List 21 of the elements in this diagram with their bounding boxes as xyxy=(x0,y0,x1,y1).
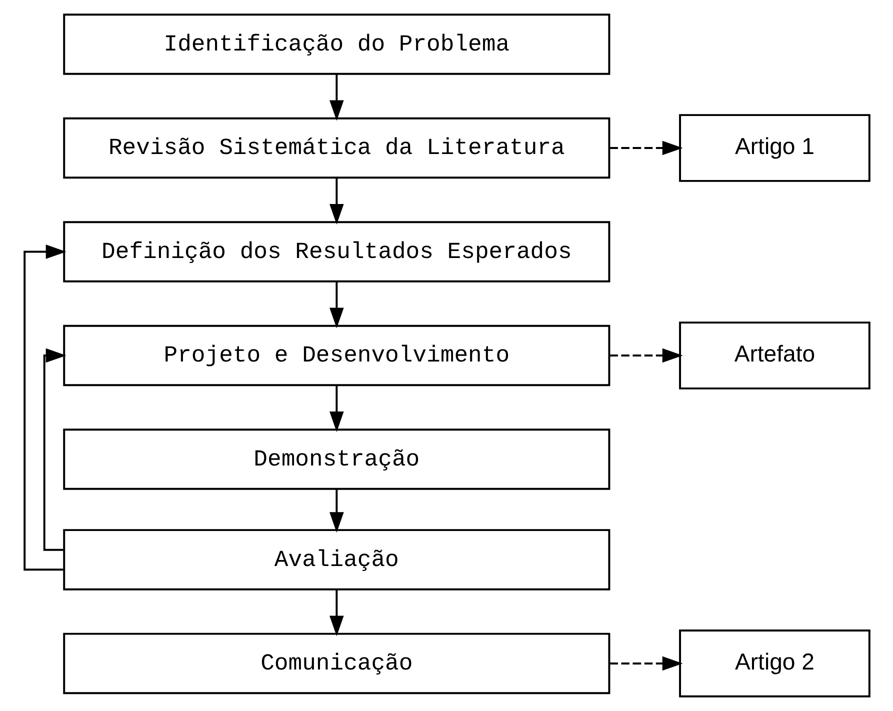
arrow xyxy=(329,178,344,224)
node-box: Identificação do Problema xyxy=(62,14,610,75)
node-box: Definição dos Resultados Esperados xyxy=(62,221,610,282)
arrow xyxy=(609,656,682,671)
node-box: Comunicação xyxy=(62,632,610,694)
node-box: Projeto e Desenvolvimento xyxy=(62,324,610,386)
node-box: Artefato xyxy=(678,322,870,390)
node-box: Revisão Sistemática da Literatura xyxy=(62,117,610,179)
node-box: Demonstração xyxy=(62,428,610,490)
node-box: Avaliação xyxy=(62,529,610,590)
arrow xyxy=(329,74,344,121)
arrow xyxy=(609,140,682,156)
arrow xyxy=(329,282,344,328)
arrow xyxy=(329,590,344,636)
node-box: Artigo 2 xyxy=(678,630,870,698)
arrow xyxy=(23,244,66,571)
arrow xyxy=(42,348,66,551)
arrow xyxy=(609,348,682,363)
arrow xyxy=(329,489,344,533)
node-box: Artigo 1 xyxy=(678,114,870,182)
arrow xyxy=(329,386,344,432)
